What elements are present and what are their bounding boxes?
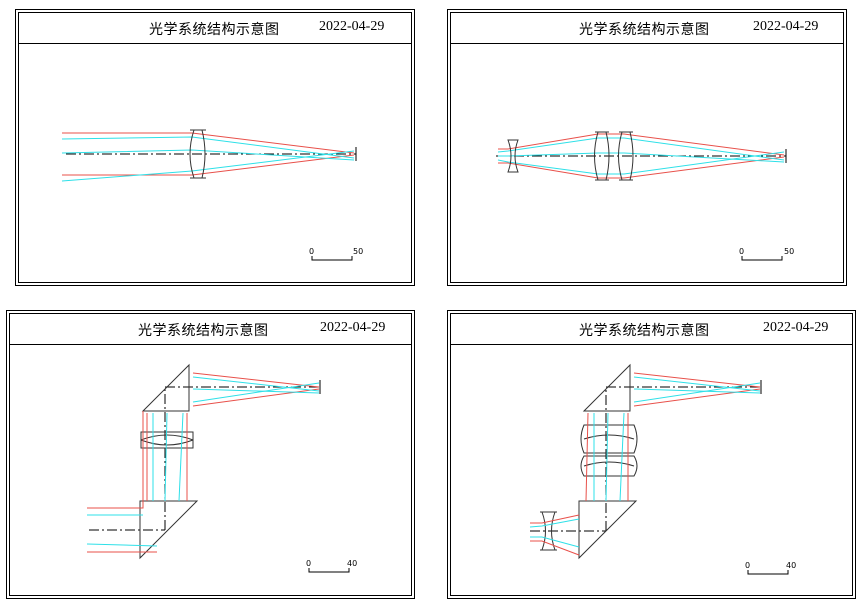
scale-min-label: 0 — [306, 559, 311, 568]
panel-date: 2022-04-29 — [763, 320, 829, 335]
panel-title: 光学系统结构示意图 — [579, 323, 710, 339]
lens-element — [189, 129, 206, 179]
panel-title-bar: 光学系统结构示意图 2022-04-29 — [451, 13, 843, 44]
scale-max-label: 50 — [784, 247, 794, 256]
scale-min-label: 0 — [745, 561, 750, 570]
panel-date: 2022-04-29 — [320, 320, 386, 335]
scale-min-label: 0 — [309, 247, 314, 256]
panel-title-bar: 光学系统结构示意图 2022-04-29 — [19, 13, 411, 44]
cyan-rays — [61, 136, 355, 182]
cyan-rays — [86, 376, 320, 547]
optical-diagram-three-lens: 0 50 — [496, 131, 794, 261]
diagram-panel-2: 光学系统结构示意图 2022-04-29 — [447, 9, 847, 286]
scale-max-label: 40 — [347, 559, 357, 568]
lower-prism — [139, 500, 199, 560]
optical-axis — [89, 386, 319, 531]
panel-title: 光学系统结构示意图 — [138, 323, 269, 339]
scale-bar — [741, 256, 783, 261]
cyan-rays — [529, 376, 761, 548]
scale-max-label: 40 — [786, 561, 796, 570]
optical-axis — [530, 386, 760, 532]
red-rays — [498, 133, 785, 179]
diagram-panel-4: 光学系统结构示意图 2022-04-29 — [447, 310, 856, 599]
diagram-panel-1: 光学系统结构示意图 2022-04-29 0 50 — [15, 9, 415, 286]
negative-lens-element — [507, 139, 519, 173]
lens-element-2 — [580, 455, 638, 477]
panel-title-bar: 光学系统结构示意图 2022-04-29 — [10, 314, 411, 345]
lens-element-1 — [580, 424, 638, 454]
panel-date: 2022-04-29 — [753, 19, 819, 34]
scale-bar — [308, 568, 350, 573]
negative-lens-element — [540, 511, 557, 551]
upper-prism — [141, 363, 190, 412]
upper-prism — [582, 363, 631, 412]
panel-title-bar: 光学系统结构示意图 2022-04-29 — [451, 314, 852, 345]
red-rays — [87, 372, 320, 553]
panel-title: 光学系统结构示意图 — [149, 22, 280, 38]
optical-diagram-single-lens: 0 50 — [61, 129, 363, 261]
scale-bar — [311, 256, 353, 261]
scale-bar — [747, 570, 789, 575]
panel-date: 2022-04-29 — [319, 19, 385, 34]
scale-max-label: 50 — [353, 247, 363, 256]
red-rays — [62, 132, 355, 176]
positive-lens-element-2 — [618, 131, 634, 181]
cyan-rays — [497, 137, 785, 175]
optical-diagram-periscope-1: 0 40 — [86, 363, 357, 573]
positive-lens-element-1 — [594, 131, 610, 181]
panel-title: 光学系统结构示意图 — [579, 22, 710, 38]
diagram-panel-3: 光学系统结构示意图 2022-04-29 — [6, 310, 415, 599]
optical-diagram-periscope-2: 0 40 — [529, 363, 796, 575]
scale-min-label: 0 — [739, 247, 744, 256]
lower-prism — [578, 500, 638, 560]
